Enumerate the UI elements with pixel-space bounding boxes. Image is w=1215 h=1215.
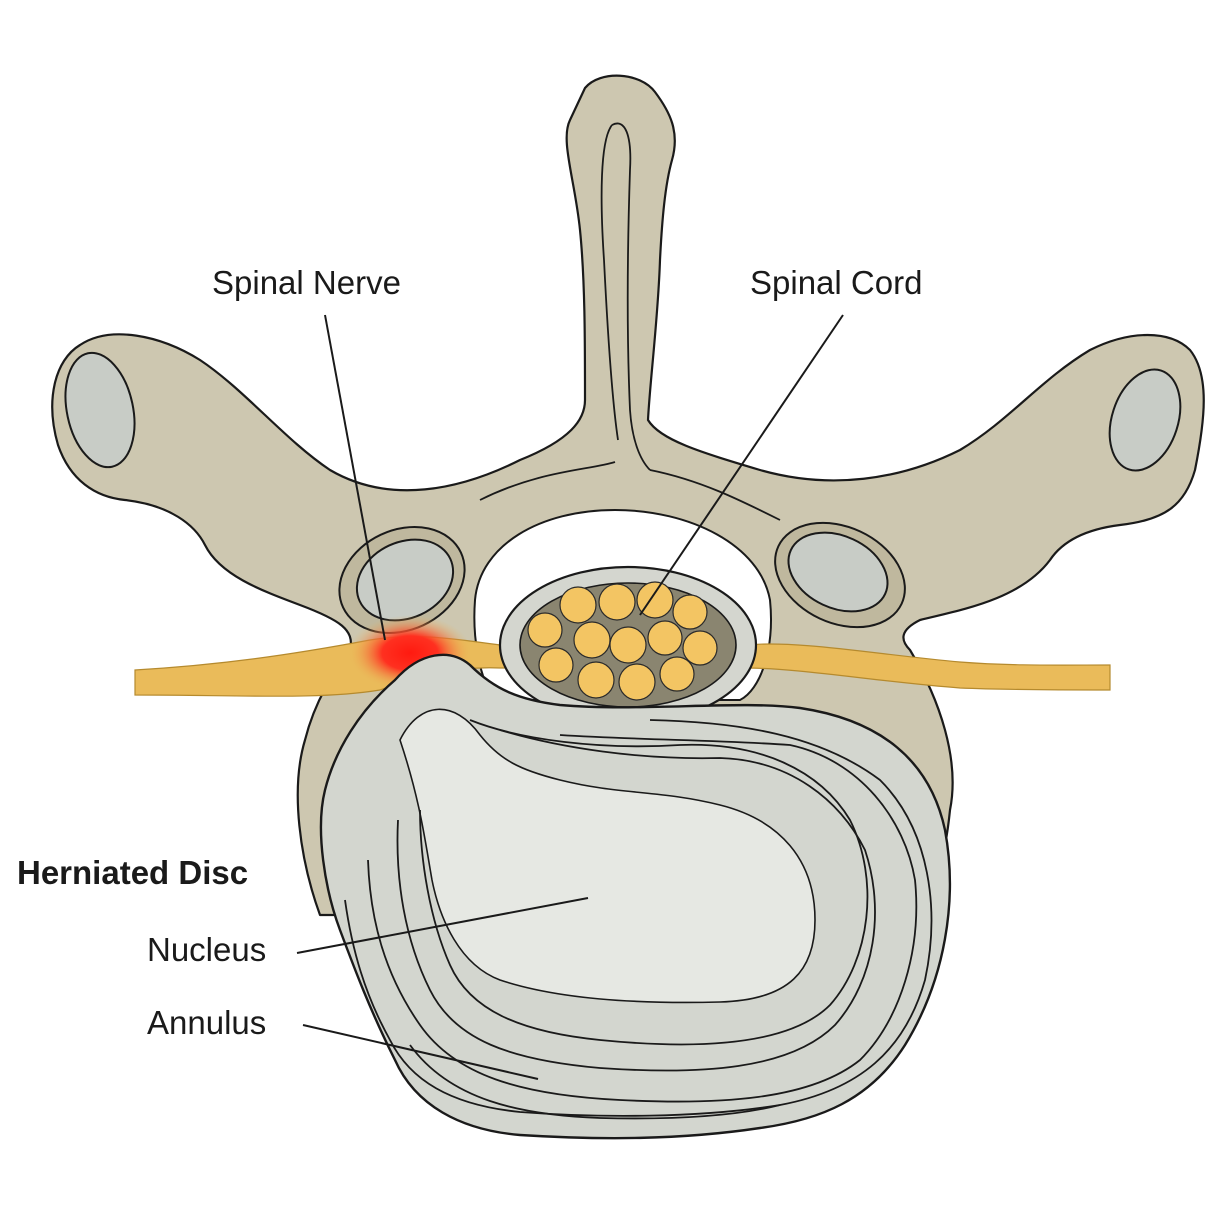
fascicle bbox=[559, 586, 597, 624]
annulus-rings bbox=[344, 719, 933, 1120]
annulus-ring bbox=[409, 1044, 781, 1120]
leader-nucleus bbox=[296, 897, 589, 954]
right-transverse-socket bbox=[1108, 368, 1182, 472]
annulus-ring bbox=[396, 729, 876, 1072]
fascicle bbox=[618, 663, 656, 701]
leader-spinal-nerve bbox=[324, 314, 386, 641]
label-annulus: Annulus bbox=[147, 1004, 266, 1041]
fascicle bbox=[682, 630, 718, 666]
right-facet-socket bbox=[787, 531, 889, 613]
leader-annulus bbox=[302, 1024, 539, 1080]
disc-nucleus bbox=[399, 708, 816, 1004]
fascicle bbox=[659, 656, 695, 692]
lamina-line-right bbox=[649, 469, 781, 521]
fascicle bbox=[636, 581, 674, 619]
label-spinal-nerve: Spinal Nerve bbox=[212, 264, 401, 301]
label-herniated-disc: Herniated Disc bbox=[17, 854, 248, 891]
fascicle bbox=[609, 626, 647, 664]
fascicle bbox=[647, 620, 683, 656]
fascicle bbox=[577, 661, 615, 699]
lamina-line-left bbox=[479, 461, 616, 501]
left-transverse-socket bbox=[64, 351, 136, 469]
spinal-cord-fascicles bbox=[527, 581, 718, 701]
annulus-ring bbox=[344, 719, 933, 1117]
leader-spinal-cord bbox=[639, 314, 844, 616]
vertebra-bone bbox=[51, 74, 1205, 917]
fascicle bbox=[527, 612, 563, 648]
label-spinal-cord: Spinal Cord bbox=[750, 264, 922, 301]
annulus-ring bbox=[419, 719, 869, 1046]
left-facet-socket bbox=[355, 538, 455, 622]
fascicle bbox=[672, 594, 708, 630]
fascicle bbox=[538, 647, 574, 683]
fascicle bbox=[573, 621, 611, 659]
spinous-ridge bbox=[600, 122, 651, 471]
label-nucleus: Nucleus bbox=[147, 931, 266, 968]
fascicle bbox=[598, 583, 636, 621]
annulus-ring bbox=[367, 734, 918, 1103]
